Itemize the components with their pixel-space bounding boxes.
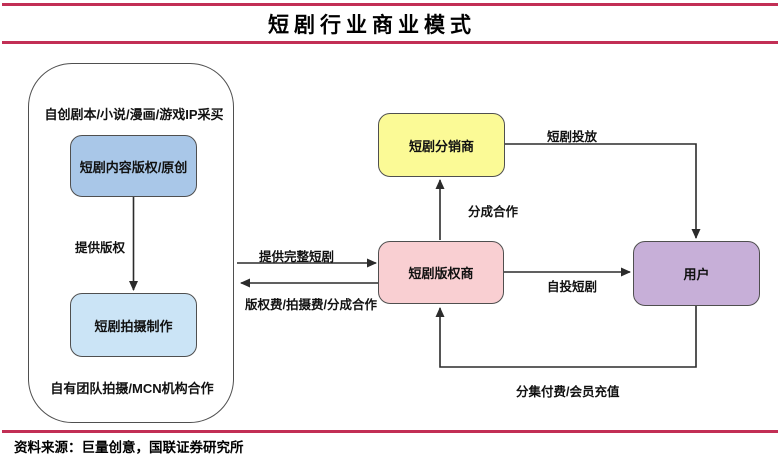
node-licensor-label: 短剧版权商 xyxy=(408,266,474,281)
node-licensor: 短剧版权商 xyxy=(378,241,504,304)
edge-episode-payment-arrow xyxy=(435,306,697,368)
edge-revenue-share-label: 分成合作 xyxy=(468,205,519,219)
edge-self-placement-label: 自投短剧 xyxy=(547,280,598,294)
node-content-rights-label: 短剧内容版权/原创 xyxy=(79,159,188,175)
node-distributor-label: 短剧分销商 xyxy=(408,138,474,154)
producer-bottom-label: 自有团队拍摄/MCN机构合作 xyxy=(50,381,214,396)
edge-drama-placement-arrow xyxy=(505,143,701,239)
title-underline-rule xyxy=(2,41,778,44)
edge-provide-full-drama-label: 提供完整短剧 xyxy=(259,250,335,264)
node-user: 用户 xyxy=(633,241,760,306)
source-note: 资料来源：巨量创意，国联证券研究所 xyxy=(14,440,244,455)
producer-group-frame xyxy=(28,63,234,423)
edge-provide-rights-label: 提供版权 xyxy=(75,241,126,255)
edge-episode-payment-label: 分集付费/会员充值 xyxy=(516,385,620,399)
figure-title: 短剧行业商业模式 xyxy=(268,13,476,37)
edge-drama-placement-label: 短剧投放 xyxy=(547,130,598,144)
node-distributor: 短剧分销商 xyxy=(378,113,505,177)
node-production-label: 短剧拍摄制作 xyxy=(94,318,173,334)
node-production: 短剧拍摄制作 xyxy=(70,293,197,357)
producer-top-label: 自创剧本/小说/漫画/游戏IP采买 xyxy=(44,107,224,122)
edge-license-fees-label: 版权费/拍摄费/分成合作 xyxy=(245,298,377,312)
bottom-red-rule xyxy=(2,430,778,433)
node-content-rights: 短剧内容版权/原创 xyxy=(70,135,197,197)
top-red-rule xyxy=(2,3,778,6)
node-user-label: 用户 xyxy=(683,267,710,282)
